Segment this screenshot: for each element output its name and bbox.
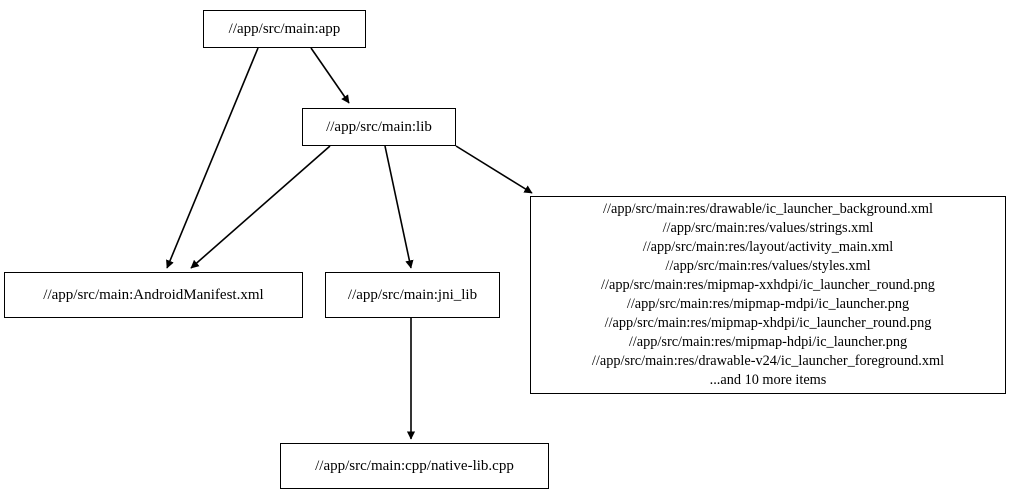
edge-lib-to-res (455, 145, 533, 194)
edge-lib-to-manifest (190, 145, 331, 269)
resource-line: //app/src/main:res/drawable-v24/ic_launc… (591, 353, 945, 370)
node-app[interactable]: //app/src/main:app (203, 10, 366, 48)
node-jni-lib[interactable]: //app/src/main:jni_lib (325, 272, 500, 318)
resource-line-list: //app/src/main:res/drawable/ic_launcher_… (539, 200, 997, 391)
resource-more-items-label: ...and 10 more items (709, 372, 827, 389)
resource-line: //app/src/main:res/drawable/ic_launcher_… (603, 200, 933, 217)
node-native-lib-cpp[interactable]: //app/src/main:cpp/native-lib.cpp (280, 443, 549, 489)
node-lib[interactable]: //app/src/main:lib (302, 108, 456, 146)
resource-line: //app/src/main:res/mipmap-hdpi/ic_launch… (628, 334, 908, 351)
resource-line: //app/src/main:res/values/styles.xml (665, 257, 871, 274)
resource-line: //app/src/main:res/layout/activity_main.… (642, 238, 894, 255)
edge-app-to-manifest (166, 47, 259, 269)
resource-line: //app/src/main:res/mipmap-xhdpi/ic_launc… (604, 315, 932, 332)
edge-app-to-lib (310, 47, 350, 104)
node-android-manifest[interactable]: //app/src/main:AndroidManifest.xml (4, 272, 303, 318)
resource-line: //app/src/main:res/mipmap-mdpi/ic_launch… (626, 296, 910, 312)
resource-line: //app/src/main:res/values/strings.xml (662, 219, 874, 236)
edge-lib-to-jni-lib (384, 145, 414, 269)
resource-line: //app/src/main:res/mipmap-xxhdpi/ic_laun… (601, 276, 935, 293)
node-resources-group[interactable]: //app/src/main:res/drawable/ic_launcher_… (530, 196, 1006, 394)
